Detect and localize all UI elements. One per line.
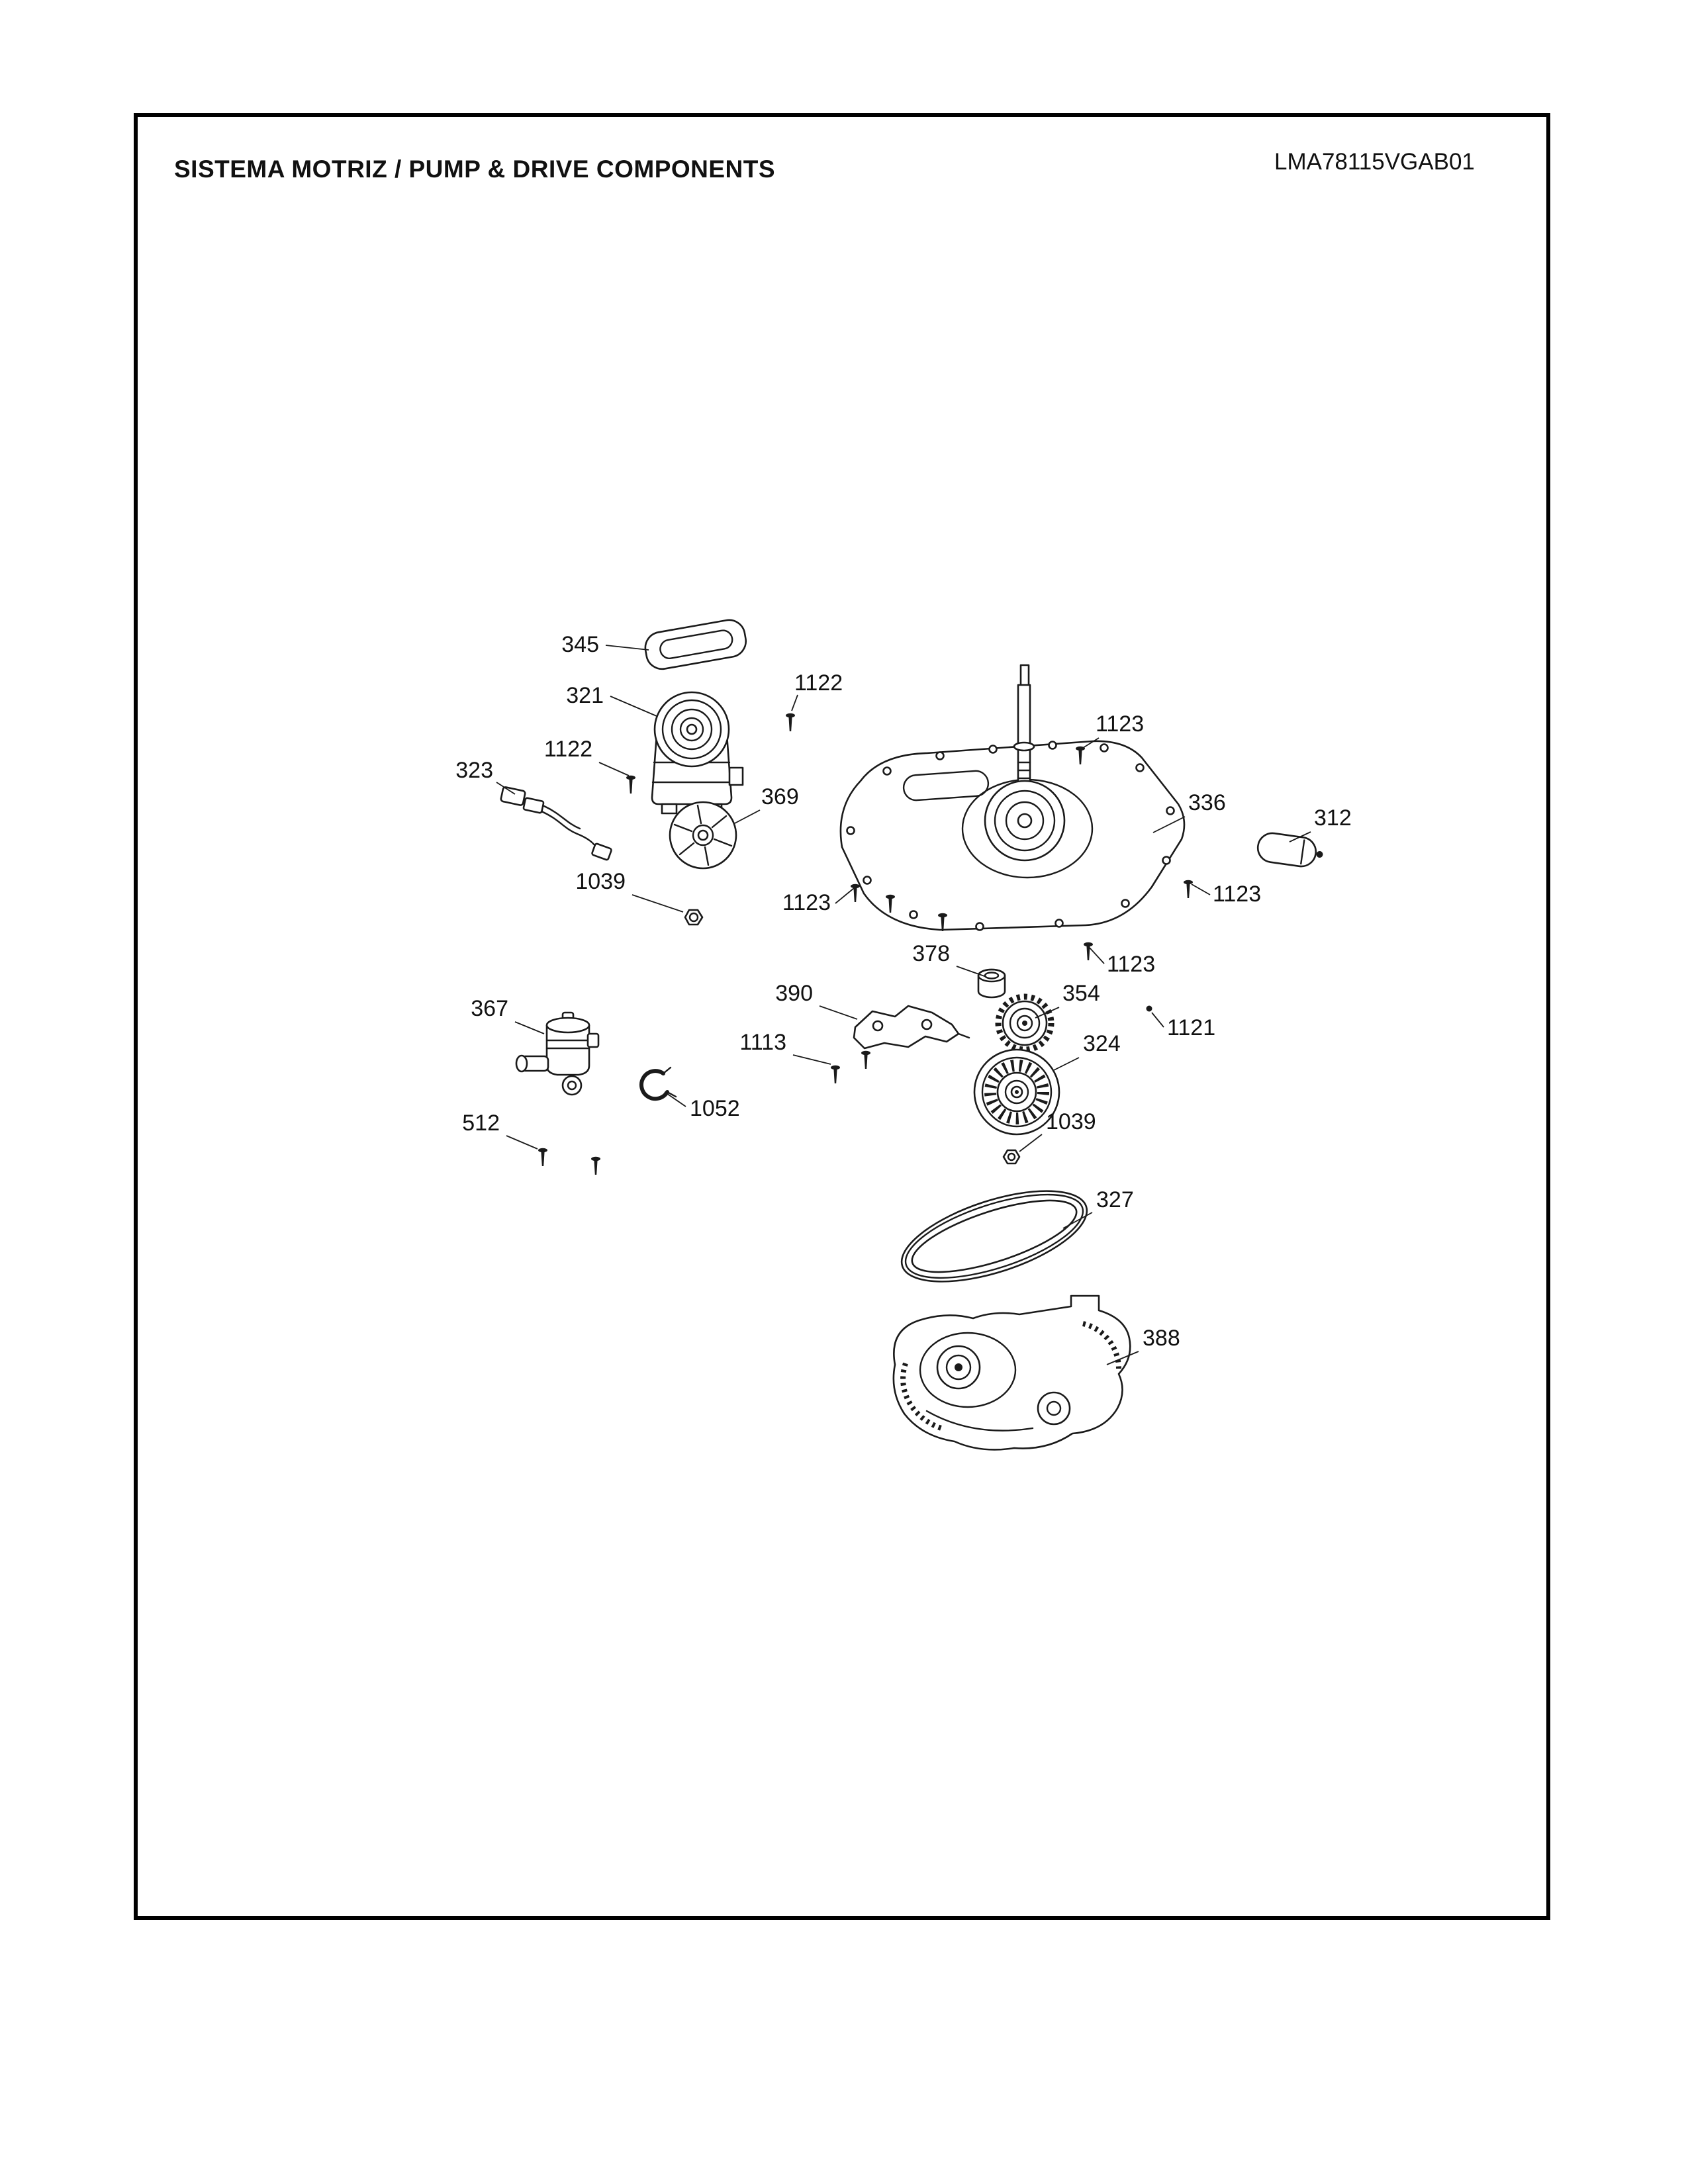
callout-312: 312 — [1289, 805, 1352, 842]
callout-label: 1122 — [794, 670, 843, 696]
callout-388: 388 — [1106, 1326, 1180, 1365]
screw-1123-right — [1184, 880, 1193, 898]
callout-345: 345 — [561, 632, 649, 657]
page-title: SISTEMA MOTRIZ / PUMP & DRIVE COMPONENTS — [174, 156, 775, 183]
callout-label: 378 — [912, 941, 950, 966]
part-pulley-324 — [973, 1048, 1060, 1136]
part-capacitor-312 — [1256, 832, 1323, 868]
part-nut-1039-upper — [684, 909, 704, 926]
callout-1123-right: 1123 — [1191, 882, 1261, 907]
callout-378: 378 — [912, 941, 987, 978]
callout-label: 1122 — [544, 737, 592, 762]
callout-label: 1113 — [739, 1030, 786, 1055]
callout-label: 324 — [1083, 1031, 1121, 1056]
callout-label: 390 — [775, 981, 813, 1006]
callout-label: 327 — [1096, 1187, 1134, 1212]
screw-1123-left — [851, 884, 860, 902]
callout-label: 354 — [1062, 981, 1100, 1006]
callout-label: 1052 — [690, 1096, 740, 1121]
callout-label: 345 — [561, 632, 599, 657]
callout-label: 321 — [566, 683, 604, 708]
callout-321: 321 — [566, 683, 657, 717]
callout-1123-bottom: 1123 — [1089, 947, 1155, 977]
callout-label: 323 — [455, 758, 493, 783]
callout-1121: 1121 — [1151, 1012, 1215, 1040]
callout-1123-left: 1123 — [782, 887, 855, 915]
callout-label: 512 — [462, 1111, 500, 1136]
part-nut-1039-lower — [1002, 1149, 1021, 1165]
part-gasket-345 — [644, 619, 747, 670]
part-spacer-378 — [977, 968, 1006, 999]
page-border — [134, 113, 1550, 1920]
callout-512: 512 — [462, 1111, 538, 1150]
screw-512-b — [591, 1156, 600, 1175]
callout-label: 1039 — [1046, 1109, 1096, 1134]
callout-label: 1123 — [1213, 882, 1261, 907]
callout-label: 367 — [471, 996, 508, 1021]
callout-1039-lower: 1039 — [1019, 1109, 1096, 1152]
callout-1113: 1113 — [739, 1030, 831, 1065]
part-clutch-354 — [995, 993, 1055, 1053]
callout-324: 324 — [1052, 1031, 1121, 1071]
callout-390: 390 — [775, 981, 858, 1020]
callout-label: 1123 — [782, 890, 831, 915]
callout-1039-upper: 1039 — [575, 869, 684, 913]
callout-label: 312 — [1314, 805, 1352, 831]
part-gearcase-336 — [839, 664, 1186, 931]
screws — [538, 713, 1193, 1175]
callout-1122-top: 1122 — [791, 670, 843, 711]
screw-1113-b — [861, 1050, 870, 1069]
screw-1113-a — [831, 1065, 840, 1083]
callout-label: 1123 — [1096, 711, 1144, 737]
callout-label: 388 — [1143, 1326, 1180, 1351]
screw-1121-dot — [1146, 1005, 1152, 1012]
part-harness-323 — [500, 786, 612, 861]
callout-1122-left: 1122 — [544, 737, 630, 776]
callout-label: 1121 — [1167, 1015, 1215, 1040]
callout-327: 327 — [1062, 1187, 1134, 1229]
callout-label: 369 — [761, 784, 799, 809]
callout-354: 354 — [1035, 981, 1100, 1019]
callout-336: 336 — [1152, 790, 1226, 833]
callout-label: 1039 — [575, 869, 626, 894]
callout-label: 1123 — [1107, 952, 1155, 977]
part-rotor-369 — [669, 801, 737, 870]
part-belt-327 — [900, 1190, 1088, 1283]
callout-1052: 1052 — [664, 1091, 740, 1121]
part-housing-388 — [892, 1295, 1131, 1451]
callout-369: 369 — [733, 784, 799, 825]
part-pump-367 — [515, 1011, 600, 1096]
callout-367: 367 — [471, 996, 545, 1034]
part-motor-321 — [651, 691, 744, 815]
screw-1122-top — [786, 713, 795, 731]
callout-label: 336 — [1188, 790, 1226, 815]
doc-number: LMA78115VGAB01 — [1274, 149, 1475, 175]
screw-1123-bottom — [1084, 942, 1093, 960]
callout-1123-top: 1123 — [1082, 711, 1144, 749]
part-bracket-390 — [853, 1005, 970, 1050]
part-clamp-1052 — [639, 1066, 677, 1101]
callout-323: 323 — [455, 758, 516, 795]
screw-1122-left — [626, 775, 635, 794]
screw-512-a — [538, 1148, 547, 1166]
